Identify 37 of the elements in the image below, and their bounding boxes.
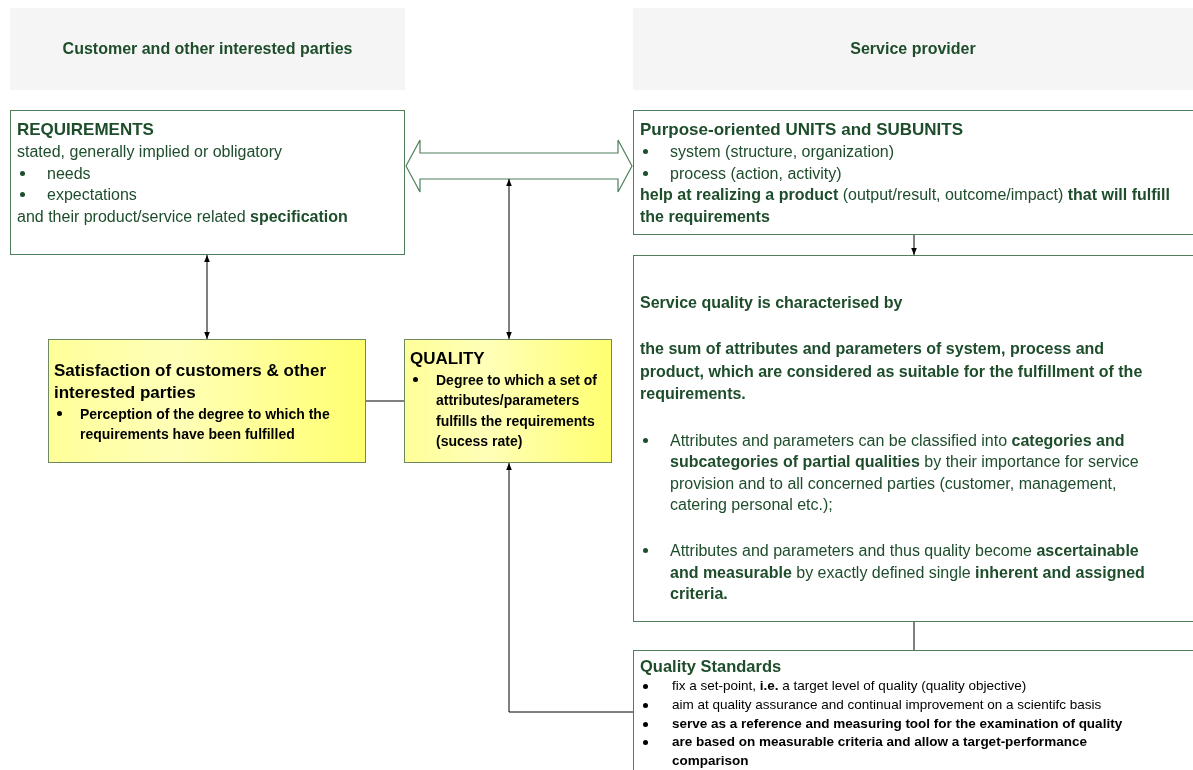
- box-text: stated, generally implied or obligatory: [17, 142, 284, 163]
- box-heading: Quality Standards: [640, 656, 783, 677]
- bullet-item: system (structure, organization): [640, 141, 1180, 163]
- connector-line: [365, 400, 405, 402]
- bullet-item: aim at quality assurance and continual improvement on a scientifc basis: [640, 696, 1124, 716]
- text-box: [10, 110, 405, 255]
- bullet-item: expectations: [17, 184, 398, 206]
- bullet-item: are based on measurable criteria and allow a target-performance comparison: [640, 733, 1124, 770]
- box-text: and their product/service related specification: [17, 206, 349, 227]
- connector-line: [913, 621, 915, 651]
- box-heading: Purpose-oriented UNITS and SUBUNITS: [640, 119, 965, 141]
- arrow: [911, 234, 917, 256]
- bullet-item: needs: [17, 162, 398, 185]
- arrow: [506, 462, 634, 713]
- bullet-item: Attributes and parameters can be classified into categories and subcategories of partial qualities by their importance for service provision and to all concerned parties (customer, management, catering personal etc.);: [640, 429, 1158, 516]
- box-text: the sum of attributes and parameters of system, process and product, which are considered as suitable for the fulfillment of the requirements.: [640, 339, 1144, 405]
- box-heading: Satisfaction of customers & other interested parties: [54, 360, 328, 405]
- highlight-box: [48, 339, 366, 463]
- bullet-item: Attributes and parameters and thus quality become ascertainable and measurable by exactly defined single inherent and assigned criteria.: [640, 539, 1158, 605]
- arrow: [506, 178, 512, 340]
- text-box: [633, 110, 1193, 235]
- bullet-item: Perception of the degree to which the requirements have been fulfilled: [54, 404, 335, 445]
- column-heading: Service provider: [850, 39, 976, 60]
- arrow: [204, 254, 210, 340]
- highlight-box: [404, 339, 612, 463]
- text-box: [633, 650, 1193, 770]
- bullet-item: serve as a reference and measuring tool for the examination of quality: [640, 715, 1124, 734]
- text-box: [633, 255, 1193, 622]
- column-heading: Customer and other interested parties: [62, 39, 353, 60]
- bullet-item: fix a set-point, i.e. a target level of quality (quality objective): [640, 677, 1124, 697]
- box-text: Service quality is characterised by: [640, 293, 904, 313]
- double-arrow: [405, 139, 633, 193]
- bullet-item: process (action, activity): [640, 162, 1180, 185]
- bullet-item: Degree to which a set of attributes/parameters fulfills the requirements (sucess rate): [410, 370, 606, 452]
- box-heading: REQUIREMENTS: [17, 119, 155, 141]
- box-text: help at realizing a product (output/result, outcome/impact) that will fulfill the requirements: [640, 185, 1171, 227]
- box-heading: QUALITY: [410, 348, 486, 370]
